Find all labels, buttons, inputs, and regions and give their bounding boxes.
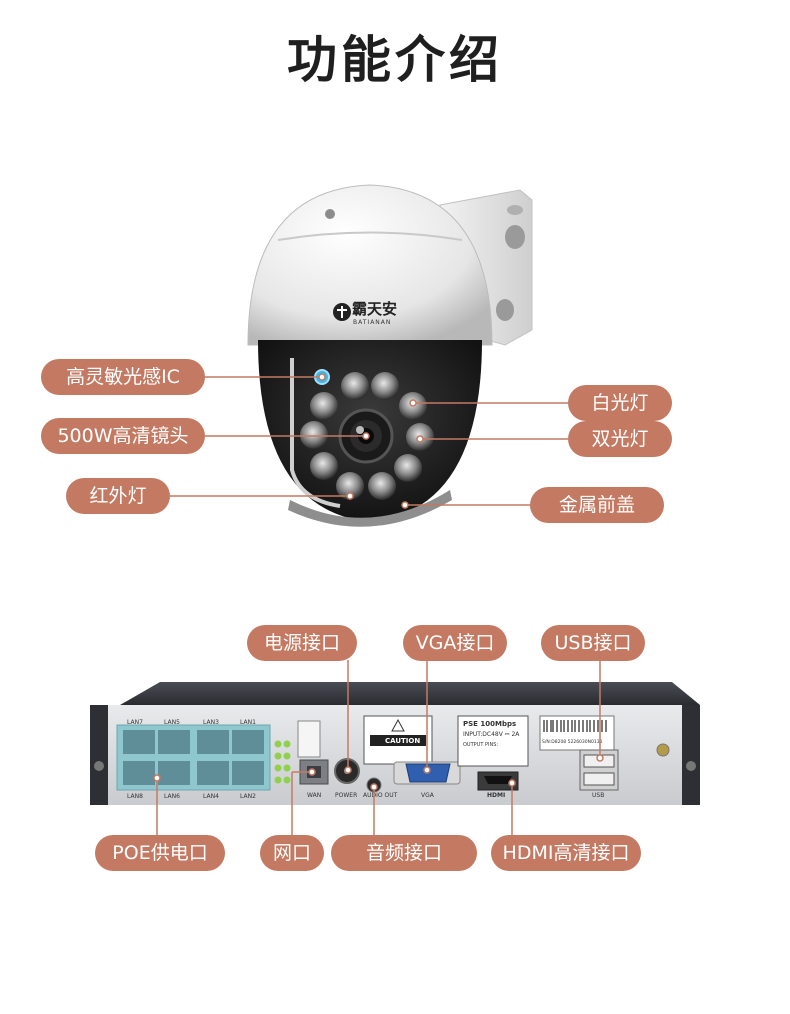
callout-hdmi-port: HDMI高清接口 [491, 835, 641, 871]
bracket-screw [496, 299, 514, 321]
led-ring [300, 372, 434, 500]
vga-label: VGA [421, 792, 435, 799]
nvr-top [120, 682, 700, 705]
ir-led [336, 472, 364, 500]
callout-vga-port: VGA接口 [403, 625, 507, 661]
ir-led [394, 454, 422, 482]
nvr-callout-lines [156, 660, 601, 835]
brand-name-en: BATIANAN [353, 319, 391, 326]
caution-label: CAUTION [385, 737, 420, 745]
ir-led [310, 452, 338, 480]
callout-wan-port: 网口 [260, 835, 324, 871]
serial-number: S/N:D8208 5226030N0131 [542, 739, 603, 745]
brand-name-cn: 霸天安 [352, 300, 397, 318]
callout-white-light: 白光灯 [568, 385, 672, 421]
metal-front-cover [288, 490, 452, 527]
camera-dome [247, 184, 493, 346]
audio-out-label: AUDIO OUT [363, 792, 398, 799]
ir-led [310, 392, 338, 420]
callout-audio-port: 音频接口 [331, 835, 477, 871]
callout-power-port: 电源接口 [247, 625, 357, 661]
lan-label: LAN2 [240, 793, 256, 800]
callout-lens: 500W高清镜头 [41, 418, 205, 454]
lan-label: LAN7 [127, 719, 143, 726]
ptz-camera: 霸天安 BATIANAN [247, 184, 533, 527]
lan-label: LAN4 [203, 793, 219, 800]
ir-led [300, 421, 328, 449]
camera-callout-lines [170, 376, 568, 506]
bracket-screw [505, 225, 525, 249]
ir-led [371, 372, 399, 400]
lan-label: LAN8 [127, 793, 143, 800]
usb-label: USB [592, 792, 604, 799]
callout-usb-port: USB接口 [541, 625, 645, 661]
status-leds [274, 740, 291, 784]
callout-poe-port: POE供电口 [95, 835, 225, 871]
lan-label: LAN1 [240, 719, 256, 726]
ir-led [368, 472, 396, 500]
callout-dual-light: 双光灯 [568, 421, 672, 457]
ir-led [341, 372, 369, 400]
lan-label: LAN6 [164, 793, 180, 800]
callout-ir-light: 红外灯 [66, 478, 170, 514]
lan-ports [123, 730, 264, 785]
lan-label: LAN3 [203, 719, 219, 726]
power-label: POWER [335, 792, 357, 799]
pse-label: PSE 100Mbps [463, 720, 516, 728]
output-pins-label: OUTPUT PINS: [463, 742, 498, 748]
lan-label: LAN5 [164, 719, 180, 726]
callout-light-sensor: 高灵敏光感IC [41, 359, 205, 395]
callout-metal-cover: 金属前盖 [530, 487, 664, 523]
hdmi-label: HDMI [487, 792, 505, 799]
input-label: INPUT:DC48V ⎓ 2A [463, 731, 520, 738]
page-title: 功能介绍 [287, 31, 503, 89]
wan-label: WAN [307, 792, 321, 799]
brand-logo [333, 303, 351, 321]
